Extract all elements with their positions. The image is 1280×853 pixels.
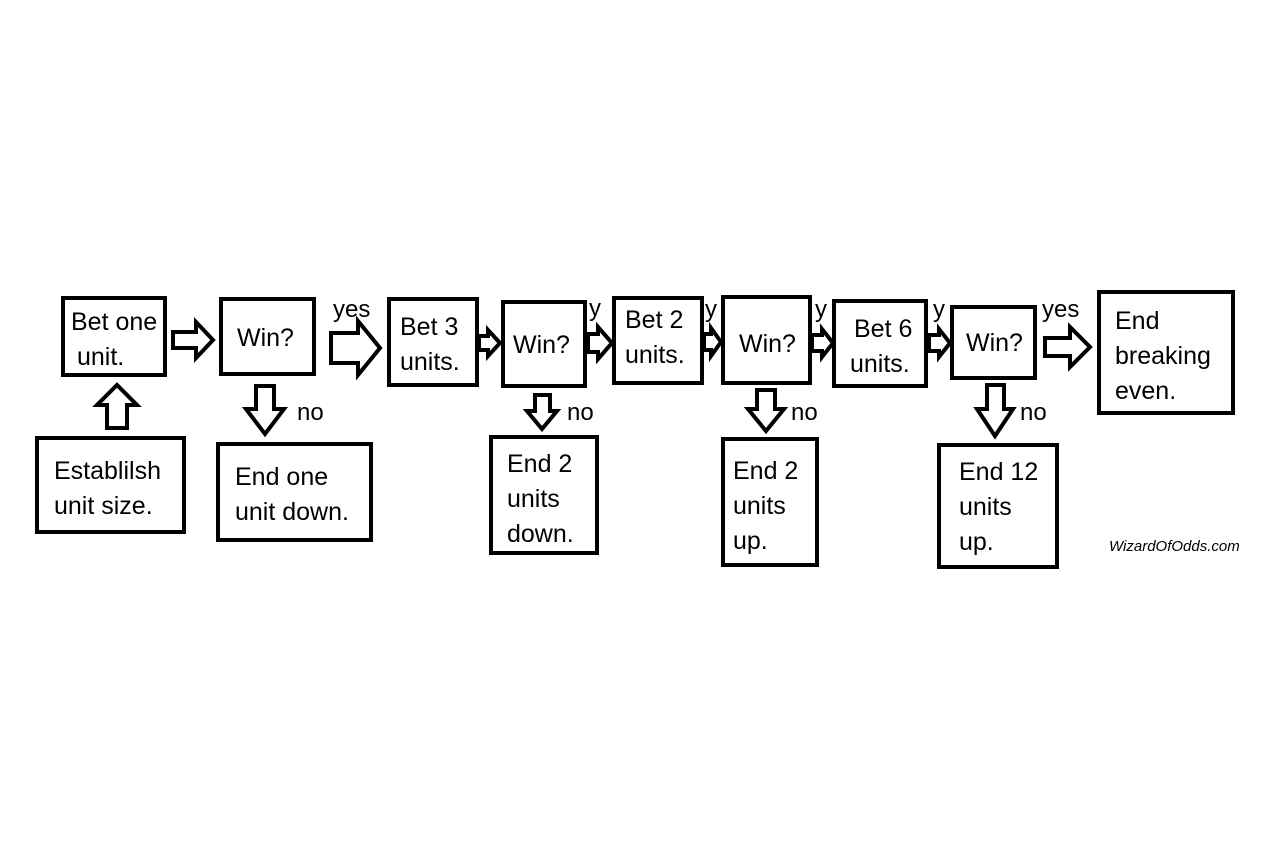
node-text-line: up. (733, 527, 768, 555)
node-text-line: Win? (513, 331, 570, 359)
arrow-win3-to-bet6 (810, 323, 836, 363)
watermark: WizardOfOdds.com (1109, 538, 1240, 555)
edge-label-no: no (1020, 399, 1047, 426)
edge-label-no: no (791, 399, 818, 426)
node-text-line: Bet 3 (400, 313, 459, 341)
node-text-line: End one (235, 463, 329, 491)
node-text-line: units (733, 492, 786, 520)
arrow-bet1-to-win1 (171, 316, 216, 364)
node-end-12-units-up: End 12 units up. (937, 443, 1059, 569)
edge-label-yes: yes (1042, 296, 1080, 323)
arrow-establish-to-bet1 (92, 382, 142, 430)
node-text-line: End 12 (959, 458, 1039, 486)
node-text-line: breaking (1115, 342, 1211, 370)
node-win-4: Win? (950, 305, 1037, 380)
arrow-bet6-to-win4 (927, 323, 953, 363)
node-text-line: units. (400, 348, 460, 376)
node-text-line: units (959, 493, 1012, 521)
node-bet-6-units: Bet 6 units. (832, 299, 928, 388)
node-win-1: Win? (219, 297, 316, 376)
edge-label-no: no (297, 399, 324, 426)
node-text-line: units. (850, 350, 910, 378)
node-text-line: Win? (237, 324, 294, 352)
node-end-breaking-even: End breaking even. (1097, 290, 1235, 415)
edge-label-y: y (933, 296, 945, 323)
node-text-line: End 2 (733, 457, 799, 485)
node-text-line: unit down. (235, 498, 349, 526)
node-text-line: even. (1115, 377, 1177, 405)
node-text-line: Bet one (71, 308, 158, 336)
arrow-win2-to-end2down (522, 393, 562, 433)
node-text-line: unit. (77, 343, 125, 371)
node-text-line: Establilsh (54, 457, 161, 485)
node-bet-3-units: Bet 3 units. (387, 297, 479, 387)
node-text-line: down. (507, 520, 574, 548)
node-text-line: End (1115, 307, 1160, 335)
node-establish-unit-size: Establilsh unit size. (35, 436, 186, 534)
edge-label-y: y (589, 295, 601, 322)
node-bet-2-units: Bet 2 units. (612, 296, 704, 385)
arrow-win3-to-end2up (743, 388, 789, 435)
edge-label-no: no (567, 399, 594, 426)
edge-label-y: y (705, 296, 717, 323)
node-end-2-units-down: End 2 units down. (489, 435, 599, 555)
node-text-line: End 2 (507, 450, 573, 478)
arrow-win1-to-bet3 (329, 315, 383, 381)
edge-label-yes: yes (333, 296, 371, 323)
node-win-2: Win? (501, 300, 587, 388)
node-end-2-units-up: End 2 units up. (721, 437, 819, 567)
node-text-line: up. (959, 528, 994, 556)
node-text-line: Bet 2 (625, 306, 684, 334)
arrow-win4-to-end12up (973, 383, 1017, 440)
arrow-win1-to-end1down (241, 384, 289, 438)
arrow-bet2-to-win3 (702, 321, 724, 363)
edge-label-y: y (815, 296, 827, 323)
node-bet-one-unit: Bet one unit. (61, 296, 167, 377)
node-win-3: Win? (721, 295, 812, 385)
arrow-win4-to-endeven (1043, 322, 1093, 372)
node-text-line: Win? (966, 329, 1023, 357)
arrow-bet3-to-win2 (477, 324, 503, 362)
node-text-line: units (507, 485, 560, 513)
node-text-line: Bet 6 (854, 315, 913, 343)
arrow-win2-to-bet2 (586, 321, 615, 365)
node-text-line: units. (625, 341, 685, 369)
node-text-line: Win? (739, 330, 796, 358)
node-end-one-unit-down: End one unit down. (216, 442, 373, 542)
node-text-line: unit size. (54, 492, 153, 520)
